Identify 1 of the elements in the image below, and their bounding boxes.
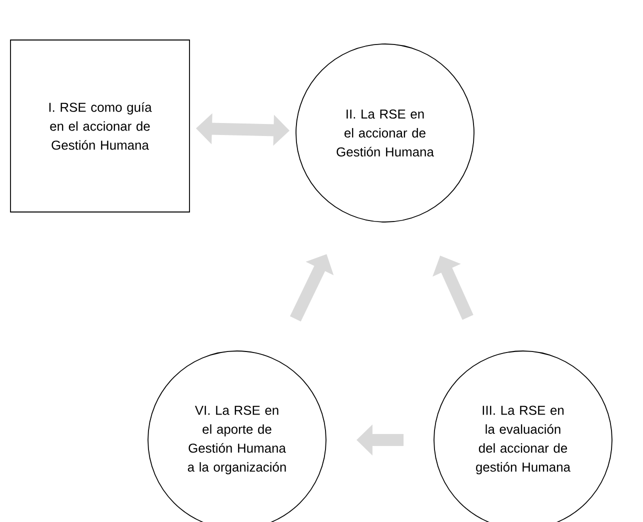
text-box: I. RSE como guía en el accionar de Gestión Humana [10, 40, 190, 212]
